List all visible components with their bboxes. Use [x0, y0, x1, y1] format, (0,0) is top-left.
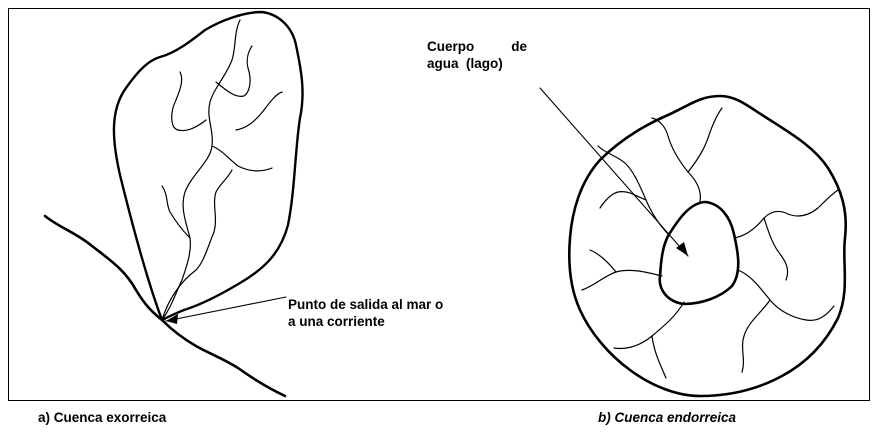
exorheic-basin	[43, 10, 304, 398]
lake-label-line1: Cuerpo de	[427, 38, 527, 55]
lake-label-line2: agua (lago)	[427, 56, 503, 71]
outlet-label: Punto de salida al mar o a una corriente	[288, 296, 443, 330]
endorheic-tributary	[737, 269, 835, 321]
exorheic-tributary	[161, 169, 233, 321]
outlet-arrow-line	[165, 296, 287, 322]
endorheic-basin	[539, 87, 847, 398]
endorheic-tributary	[741, 299, 771, 373]
exorheic-tributary	[161, 185, 191, 239]
lake-arrowhead	[676, 242, 688, 256]
endorheic-tributary	[733, 189, 839, 239]
endorheic-tributary	[651, 335, 667, 379]
main-river	[43, 214, 287, 398]
caption-exorheic: a) Cuenca exorreica	[38, 410, 167, 425]
endorheic-tributary	[599, 191, 647, 209]
endorheic-tributary	[581, 269, 663, 291]
exorheic-tributary	[161, 19, 241, 321]
exorheic-tributary	[171, 71, 207, 132]
exorheic-divide	[112, 10, 304, 322]
caption-endorheic: b) Cuenca endorreica	[598, 410, 737, 425]
lake-label: Cuerpo de agua (lago)	[427, 38, 527, 72]
endorheic-tributary	[687, 107, 723, 173]
endorheic-tributary	[763, 217, 789, 281]
outlet-label-line1: Punto de salida al mar o	[288, 297, 444, 312]
exorheic-tributary	[235, 91, 283, 131]
endorheic-divide	[568, 94, 847, 398]
lake	[658, 200, 740, 306]
lake-label-word2: de	[511, 39, 527, 54]
lake-arrow-line	[539, 87, 689, 257]
outlet-label-line2: a una corriente	[288, 314, 385, 329]
outlet-arrowhead	[166, 314, 178, 324]
endorheic-tributary	[651, 117, 701, 203]
lake-label-word1: Cuerpo	[427, 39, 475, 54]
exorheic-tributary	[211, 145, 273, 172]
endorheic-tributary	[589, 249, 617, 273]
figure-frame	[8, 8, 870, 401]
exorheic-tributary	[215, 45, 253, 97]
endorheic-tributary	[613, 301, 685, 350]
